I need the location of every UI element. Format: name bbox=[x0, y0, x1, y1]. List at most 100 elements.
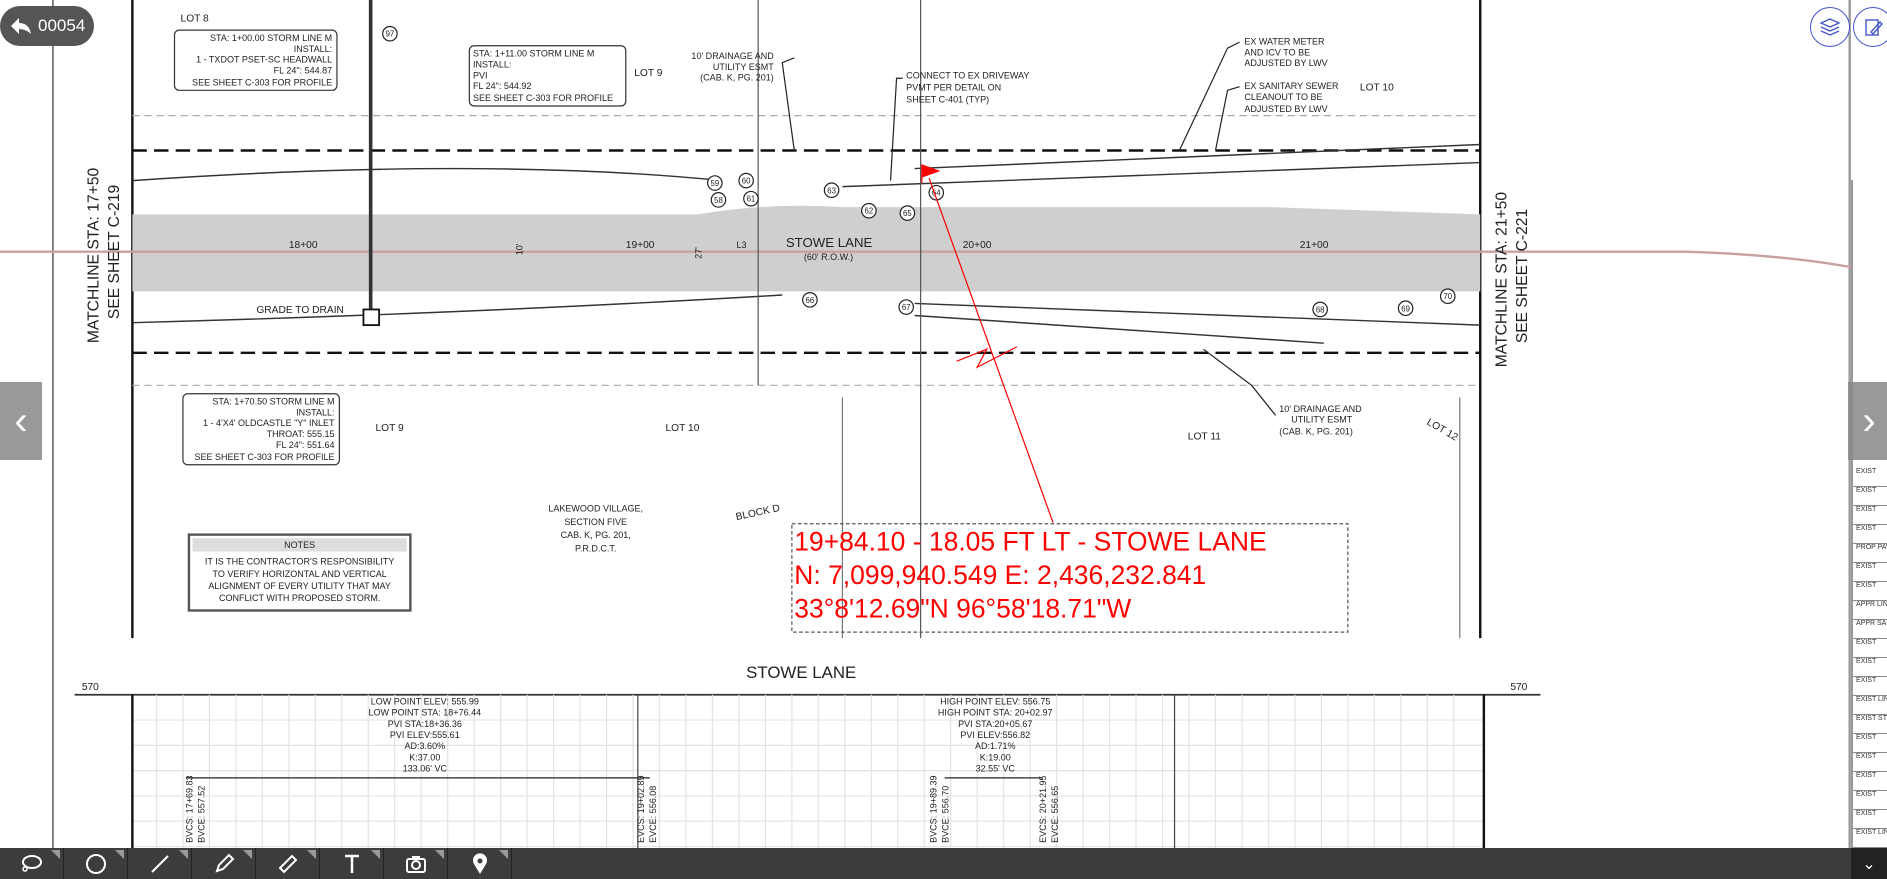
profile-text: PVI ELEV:556.82 bbox=[960, 730, 1030, 740]
point-marker bbox=[898, 299, 915, 315]
grade-to-drain-label: GRADE TO DRAIN bbox=[256, 305, 344, 316]
previous-page-button[interactable]: ‹ bbox=[0, 382, 42, 460]
svg-text:33°8'12.69"N 96°58'18.71"W: 33°8'12.69"N 96°58'18.71"W bbox=[794, 594, 1131, 624]
lot-label: LOT 9 bbox=[634, 68, 663, 79]
pencil-tool-button[interactable] bbox=[192, 848, 256, 879]
svg-text:IT IS THE CONTRACTOR'S RESPONS: IT IS THE CONTRACTOR'S RESPONSIBILITY bbox=[205, 557, 395, 567]
point-marker bbox=[1397, 300, 1414, 317]
legend-row: EXIST bbox=[1853, 753, 1887, 772]
svg-text:SHEET C-401 (TYP): SHEET C-401 (TYP) bbox=[906, 94, 989, 104]
ruler-icon bbox=[278, 854, 297, 873]
legend-row: EXIST STRU bbox=[1853, 715, 1887, 734]
line-tool-button[interactable] bbox=[128, 848, 192, 879]
callout-storm-pvi: STA: 1+11.00 STORM LINE M INSTALL: PVI F… bbox=[468, 45, 627, 107]
svg-text:EX SANITARY SEWER: EX SANITARY SEWER bbox=[1244, 81, 1339, 91]
svg-text:CAB. K, PG. 201,: CAB. K, PG. 201, bbox=[561, 530, 631, 540]
location-tool-button[interactable] bbox=[448, 848, 512, 879]
notes-box: NOTES IT IS THE CONTRACTOR'S RESPONSIBIL… bbox=[187, 533, 412, 612]
legend-row: EXIST LINE bbox=[1853, 696, 1887, 715]
lasso-tool-button[interactable] bbox=[0, 848, 64, 879]
annotation-leader bbox=[928, 178, 1054, 523]
profile-text: LOW POINT ELEV: 555.99 bbox=[371, 696, 479, 706]
point-id: 59 bbox=[710, 179, 719, 188]
point-marker bbox=[823, 182, 840, 199]
callout-storm-headwall: STA: 1+00.00 STORM LINE M INSTALL: 1 - T… bbox=[173, 29, 338, 91]
svg-text:TO VERIFY HORIZONTAL AND VERTI: TO VERIFY HORIZONTAL AND VERTICAL bbox=[213, 569, 387, 579]
layers-icon bbox=[1819, 18, 1841, 36]
ellipse-tool-button[interactable] bbox=[64, 848, 128, 879]
camera-tool-button[interactable] bbox=[384, 848, 448, 879]
drainage-easement-note-top: 10' DRAINAGE AND UTILITY ESMT (CAB. K, P… bbox=[691, 51, 774, 83]
svg-text:MATCHLINE STA: 21+50: MATCHLINE STA: 21+50 bbox=[1494, 192, 1511, 368]
point-id: 63 bbox=[827, 186, 836, 195]
lot-label: LOT 11 bbox=[1188, 431, 1221, 442]
matchline-right: MATCHLINE STA: 21+50 SEE SHEET C-221 bbox=[1494, 192, 1531, 368]
svg-text:PVMT PER DETAIL ON: PVMT PER DETAIL ON bbox=[906, 82, 1001, 92]
point-id: 67 bbox=[902, 303, 911, 312]
dimension: 10' bbox=[514, 243, 524, 255]
legend-row: EXIST bbox=[1853, 468, 1887, 487]
profile-grid bbox=[132, 694, 1484, 849]
callout-storm-inlet: STA: 1+70.50 STORM LINE M INSTALL: 1 - 4… bbox=[182, 393, 340, 466]
text-tool-button[interactable] bbox=[320, 848, 384, 879]
point-id: 60 bbox=[742, 177, 751, 186]
edit-notepad-icon bbox=[1865, 19, 1883, 36]
point-marker bbox=[899, 205, 916, 221]
legend-row: EXIST bbox=[1853, 563, 1887, 582]
ruler-tool-button[interactable] bbox=[256, 848, 320, 879]
svg-text:1 - TXDOT PSET-SC HEADWALL: 1 - TXDOT PSET-SC HEADWALL bbox=[196, 55, 332, 65]
back-button[interactable]: 00054 bbox=[0, 6, 94, 46]
svg-text:SEE SHEET C-303 FOR PROFILE: SEE SHEET C-303 FOR PROFILE bbox=[194, 452, 334, 462]
svg-text:10' DRAINAGE AND: 10' DRAINAGE AND bbox=[691, 51, 774, 61]
svg-text:SEE SHEET C-221: SEE SHEET C-221 bbox=[1514, 209, 1531, 343]
legend-row: APPR LINE bbox=[1853, 601, 1887, 620]
point-marker bbox=[738, 172, 754, 189]
legend-row: EXIST bbox=[1853, 677, 1887, 696]
reply-arrow-icon bbox=[11, 18, 31, 34]
station-label: 21+00 bbox=[1300, 240, 1329, 251]
legend-row: EXIST bbox=[1853, 734, 1887, 753]
street-name: STOWE LANE bbox=[786, 235, 873, 250]
drainage-easement-note-bottom: 10' DRAINAGE AND UTILITY ESMT (CAB. K, P… bbox=[1279, 404, 1362, 437]
text-icon bbox=[344, 854, 359, 873]
chevron-left-icon: ‹ bbox=[14, 398, 28, 443]
point-marker bbox=[382, 25, 398, 42]
camera-icon bbox=[405, 855, 426, 873]
point-id: 66 bbox=[806, 296, 815, 305]
point-id: 69 bbox=[1401, 304, 1410, 313]
svg-text:STA: 1+11.00 STORM LINE M: STA: 1+11.00 STORM LINE M bbox=[473, 49, 594, 59]
vc-label: BVCS: 17+69.83 bbox=[185, 775, 195, 842]
svg-text:(CAB. K, PG. 201): (CAB. K, PG. 201) bbox=[700, 73, 774, 83]
svg-text:UTILITY ESMT: UTILITY ESMT bbox=[1291, 415, 1352, 425]
notes-button[interactable] bbox=[1853, 7, 1887, 47]
point-id: 64 bbox=[932, 189, 941, 198]
svg-text:SEE SHEET C-219: SEE SHEET C-219 bbox=[106, 185, 123, 319]
station-label: 18+00 bbox=[289, 240, 318, 251]
profile-text: PVI ELEV:555.61 bbox=[390, 730, 460, 740]
legend-row: EXIST bbox=[1853, 658, 1887, 677]
profile-text: 32.55' VC bbox=[976, 764, 1016, 774]
inlet-symbol bbox=[362, 308, 380, 327]
layers-button[interactable] bbox=[1810, 7, 1850, 47]
lot-label: LOT 9 bbox=[375, 423, 404, 434]
profile-text: K:19.00 bbox=[980, 752, 1011, 762]
point-marker bbox=[802, 291, 818, 308]
profile-text: HIGH POINT STA: 20+02.97 bbox=[938, 708, 1053, 718]
submenu-indicator-icon bbox=[179, 850, 188, 859]
flag-marker-icon[interactable] bbox=[921, 164, 941, 184]
collapse-toolbar-button[interactable]: ⌄ bbox=[1851, 848, 1887, 879]
point-id: 61 bbox=[747, 195, 756, 204]
legend-row: EXIST bbox=[1853, 810, 1887, 829]
svg-text:FL 24": 544.87: FL 24": 544.87 bbox=[274, 65, 332, 75]
coordinate-annotation[interactable]: 19+84.10 - 18.05 FT LT - STOWE LANE N: 7… bbox=[791, 523, 1349, 633]
vc-label: EVCE: 556.08 bbox=[648, 786, 658, 843]
legend-row: EXIST bbox=[1853, 487, 1887, 506]
svg-text:STA: 1+70.50 STORM LINE M: STA: 1+70.50 STORM LINE M bbox=[212, 397, 334, 407]
road-pavement bbox=[132, 205, 1481, 292]
submenu-indicator-icon bbox=[371, 850, 380, 859]
submenu-indicator-icon bbox=[115, 850, 124, 859]
next-page-button[interactable]: › bbox=[1848, 382, 1887, 460]
vc-label: BVCE: 556.70 bbox=[940, 786, 950, 843]
